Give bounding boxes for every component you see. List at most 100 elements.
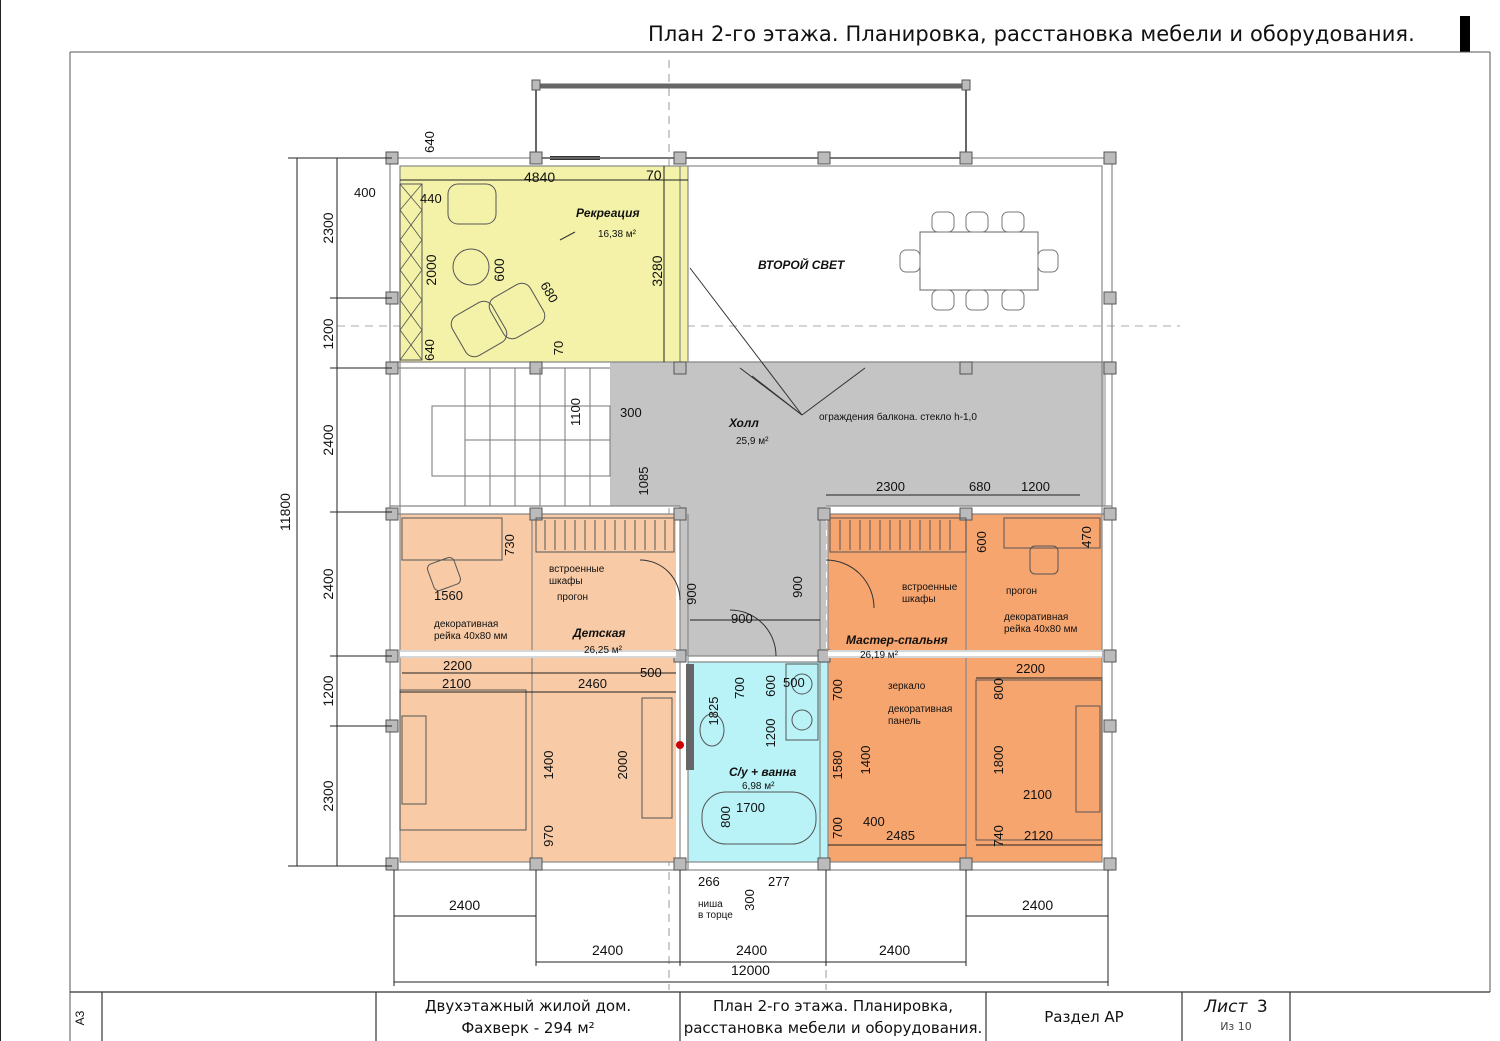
dim-left-1200-top: 1200	[320, 318, 336, 349]
master-door	[825, 559, 875, 609]
dim-bath-700: 700	[732, 677, 747, 699]
dim-kids-2460: 2460	[578, 676, 607, 691]
dim-master-700-bottom: 700	[830, 817, 845, 839]
bathtub	[701, 791, 817, 845]
dim-master-1800: 1800	[991, 746, 1006, 775]
sheet-total: Из 10	[1220, 1019, 1252, 1033]
title-block-sheet-title: План 2-го этажа. Планировка, расстановка…	[680, 992, 986, 1041]
label-master: Мастер-спальня	[846, 633, 948, 647]
riser-marker	[676, 741, 684, 749]
interior-walls	[390, 166, 1112, 870]
label-hall: Холл	[728, 416, 759, 430]
dim-bottom-2400-a: 2400	[592, 942, 623, 958]
dim-rec-2000: 2000	[423, 254, 439, 285]
dim-rec-400: 400	[354, 185, 376, 200]
railing-leader-lines	[689, 267, 866, 416]
title-block-sheet-number: Лист 3 Из 10	[1182, 992, 1290, 1041]
dim-master-2100: 2100	[1023, 787, 1052, 802]
dimension-lines	[288, 157, 1109, 986]
label-second-light: ВТОРОЙ СВЕТ	[758, 256, 846, 272]
dim-kids-2000: 2000	[615, 751, 630, 780]
kids-room	[400, 514, 676, 862]
dim-stair-300: 300	[620, 405, 642, 420]
note-mirror: зеркало	[888, 681, 926, 692]
project-line-2: Фахверк - 294 м²	[461, 1018, 595, 1037]
dim-bath-277: 277	[768, 874, 790, 889]
dim-bottom-2400-right: 2400	[1022, 897, 1053, 913]
sheet-title-line-2: расстановка мебели и оборудования.	[683, 1018, 983, 1037]
label-recreation: Рекреация	[576, 206, 640, 220]
kids-wardrobe-side	[641, 697, 673, 819]
double-sink	[785, 663, 819, 741]
dim-rec-3280: 3280	[649, 255, 665, 286]
dim-master-2120: 2120	[1024, 828, 1053, 843]
dim-master-600: 600	[974, 531, 989, 553]
dim-kids-1560: 1560	[434, 588, 463, 603]
dim-hall-1085: 1085	[636, 467, 651, 496]
area-bath: 6,98 м²	[742, 781, 775, 792]
dim-master-2485: 2485	[886, 828, 915, 843]
dining-table	[919, 231, 1039, 291]
hall-area	[610, 362, 1106, 656]
dim-bottom-2400-c: 2400	[879, 942, 910, 958]
dim-rec-640-top: 640	[422, 131, 437, 153]
bath-partition	[686, 664, 694, 770]
area-master: 26,19 м²	[860, 650, 899, 661]
dim-overall-height: 11800	[277, 493, 293, 531]
dim-kids-2100: 2100	[442, 676, 471, 691]
note-kids-beam: прогон	[557, 592, 588, 603]
area-recreation: 16,38 м²	[598, 229, 637, 240]
kids-door	[639, 559, 681, 601]
dim-master-2200: 2200	[1016, 661, 1045, 676]
dim-overall-width: 12000	[731, 962, 770, 978]
dim-master-680: 680	[969, 479, 991, 494]
dim-kids-1400: 1400	[541, 751, 556, 780]
dim-left-2400-b: 2400	[320, 568, 336, 599]
note-deco-panel-2: панель	[888, 716, 921, 727]
dim-bath-300: 300	[742, 889, 757, 911]
dining-chairs	[899, 211, 1059, 311]
bathroom	[688, 662, 828, 862]
sheet-title-line-1: План 2-го этажа. Планировка,	[713, 996, 953, 1015]
armchair-top	[447, 183, 497, 225]
dim-master-2300: 2300	[876, 479, 905, 494]
note-master-wardrobe-2: шкафы	[902, 593, 936, 605]
sheet-marker-bar	[1460, 16, 1470, 52]
dim-rec-70-bottom: 70	[551, 341, 566, 355]
kids-chair	[426, 556, 462, 592]
dim-master-1400: 1400	[858, 746, 873, 775]
master-chair	[1029, 545, 1059, 575]
dim-left-1200-bottom: 1200	[320, 675, 336, 706]
dim-kids-970: 970	[541, 825, 556, 847]
dim-bath-500: 500	[783, 675, 805, 690]
dim-rec-4840: 4840	[524, 169, 555, 185]
note-railing: ограждения балкона. стекло h-1,0	[819, 411, 977, 423]
dim-stair-1100: 1100	[568, 398, 583, 426]
title-block-section: Раздел АР	[1044, 1007, 1124, 1026]
page-title: План 2-го этажа. Планировка, расстановка…	[648, 22, 1415, 46]
note-master-beam: прогон	[1006, 586, 1037, 597]
master-bed	[975, 679, 1103, 841]
dim-rec-70-top: 70	[646, 167, 662, 183]
kids-desk	[401, 517, 503, 561]
dim-master-700-top: 700	[830, 679, 845, 701]
title-block	[70, 991, 1490, 1041]
dim-hall-900-left: 900	[684, 583, 699, 605]
dim-left-2300-bottom: 2300	[320, 780, 336, 811]
title-block-project: Двухэтажный жилой дом. Фахверк - 294 м²	[376, 992, 680, 1041]
note-master-deco-1: декоративная	[1004, 612, 1068, 623]
dim-bottom-2400-left: 2400	[449, 897, 480, 913]
dim-master-400: 400	[863, 814, 885, 829]
dim-hall-900-mid: 900	[731, 611, 753, 626]
dim-kids-2200: 2200	[443, 658, 472, 673]
note-niche-2: в торце	[698, 910, 733, 921]
dim-master-1580: 1580	[830, 751, 845, 780]
dim-master-470: 470	[1079, 526, 1094, 548]
dim-kids-500: 500	[640, 665, 662, 680]
dim-bottom-2400-b: 2400	[736, 942, 767, 958]
staircase	[431, 368, 611, 506]
area-kids: 26,25 м²	[584, 645, 623, 656]
dim-bath-800: 800	[718, 806, 733, 828]
label-bath: С/у + ванна	[729, 765, 797, 779]
